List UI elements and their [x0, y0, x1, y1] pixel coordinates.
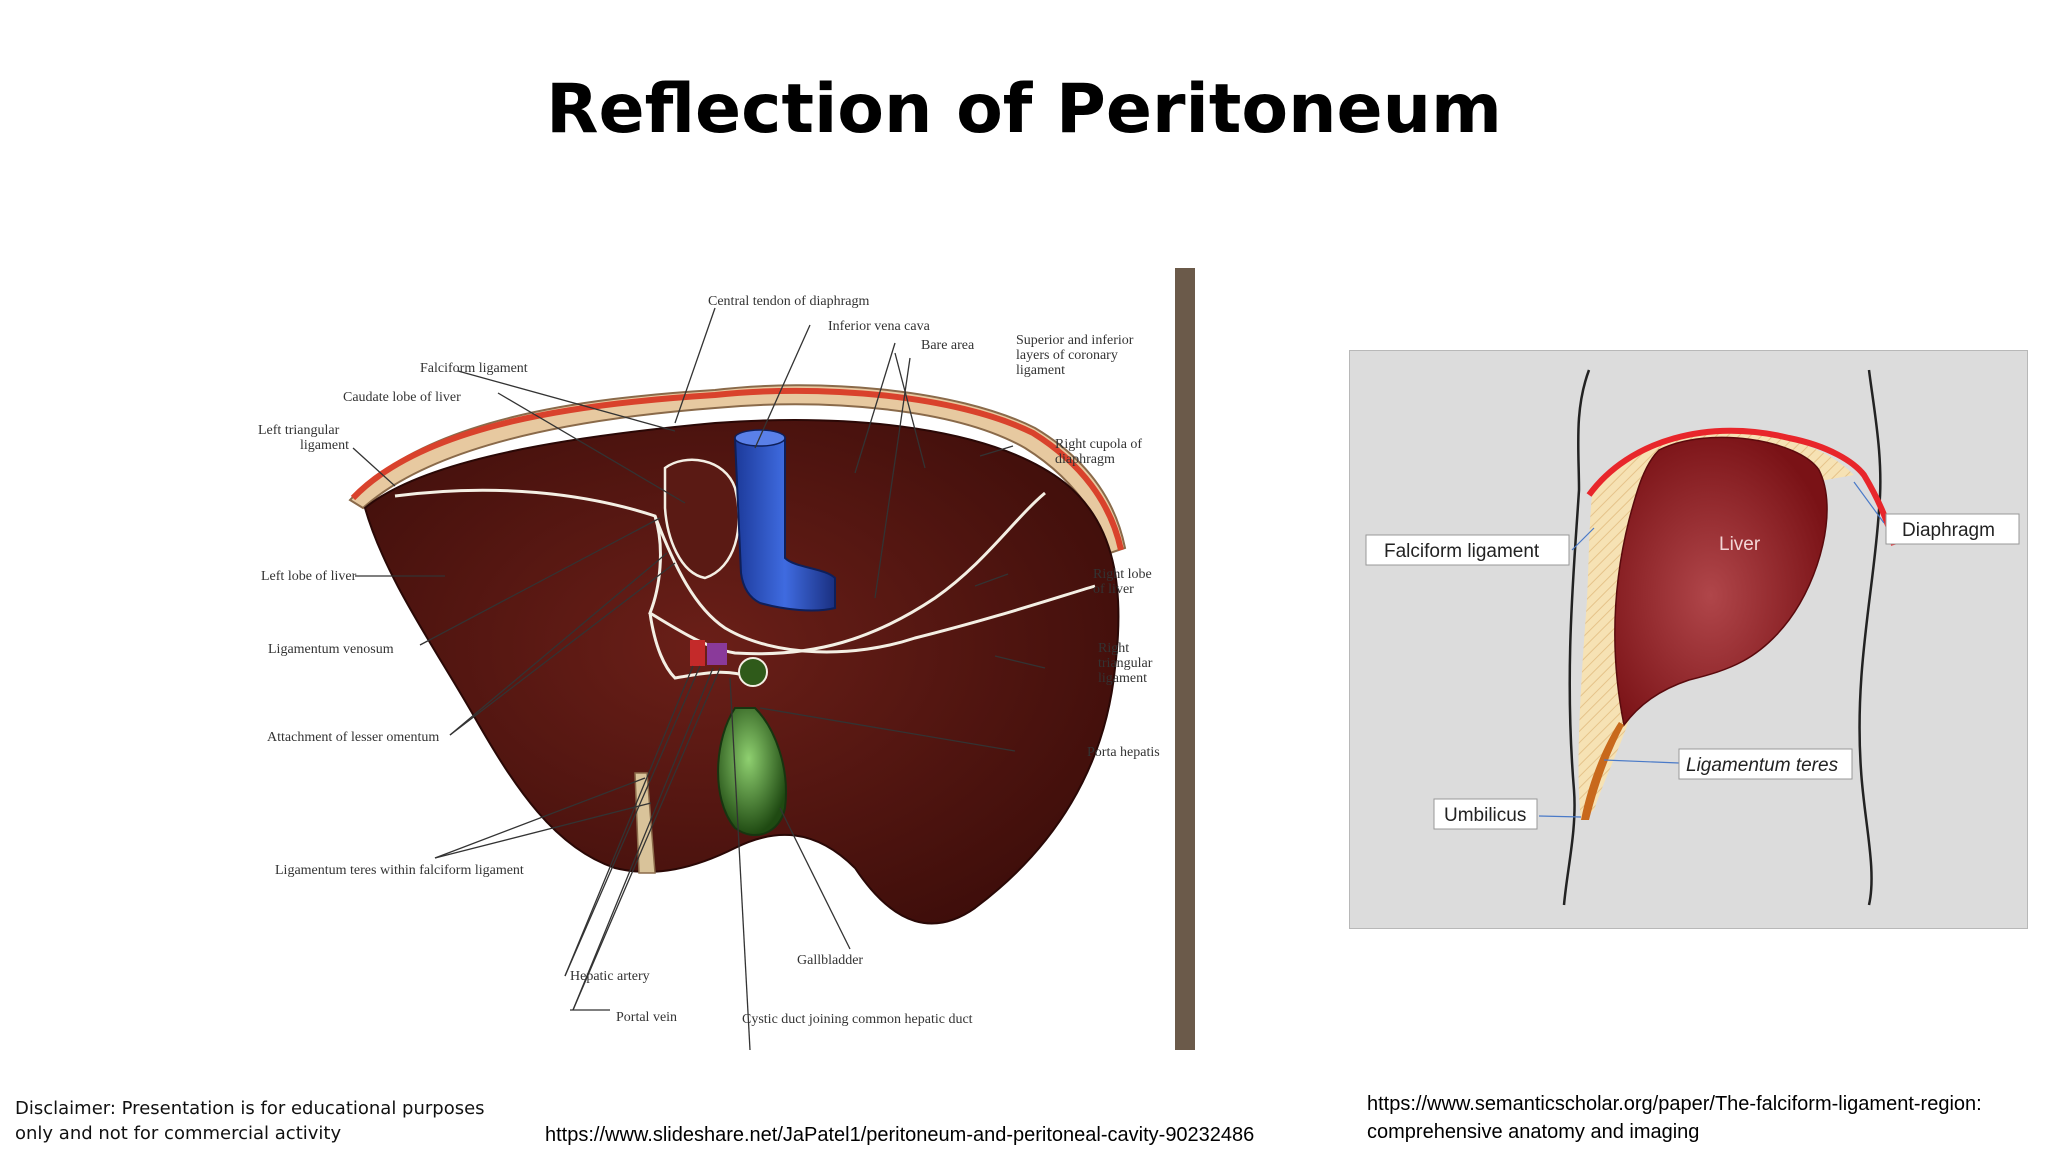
- label-gallbladder: Gallbladder: [797, 953, 863, 968]
- caudate-lobe: [663, 458, 740, 580]
- hepatic-artery-stub: [690, 640, 705, 666]
- label-caudate: Caudate lobe of liver: [343, 390, 461, 405]
- source-right-line-2: comprehensive anatomy and imaging: [1367, 1121, 1700, 1143]
- diaphragm-band: [348, 384, 1127, 555]
- label-umbilicus: Umbilicus: [1444, 805, 1526, 826]
- disclaimer: Disclaimer: Presentation is for educatio…: [15, 1096, 555, 1146]
- diaphragm-line: [1586, 427, 1897, 546]
- label-diaphragm: Diaphragm: [1902, 520, 1995, 541]
- label-ivc: Inferior vena cava: [828, 319, 931, 334]
- falciform-label-box: Falciform ligament: [1365, 534, 1570, 566]
- label-right-triangular-3: ligament: [1098, 671, 1147, 686]
- label-cystic-duct: Cystic duct joining common hepatic duct: [742, 1012, 973, 1027]
- liver-anatomy-illustration: Central tendon of diaphragm Inferior ven…: [258, 268, 1195, 1050]
- label-falciform: Falciform ligament: [420, 361, 528, 376]
- lesser-omentum-line: [648, 612, 756, 680]
- label-right-triangular-1: Right: [1098, 641, 1129, 656]
- peritoneal-reflection-line: [394, 488, 1046, 656]
- source-link-right[interactable]: https://www.semanticscholar.org/paper/Th…: [1367, 1090, 1982, 1146]
- label-bare-area: Bare area: [921, 338, 975, 353]
- page-title: Reflection of Peritoneum: [546, 70, 1502, 149]
- page-edge: [1175, 268, 1195, 1050]
- label-portal-vein: Portal vein: [616, 1010, 677, 1025]
- label-hepatic-artery: Hepatic artery: [570, 969, 650, 984]
- label-right-triangular-2: triangular: [1098, 656, 1153, 671]
- label-liver: Liver: [1719, 534, 1761, 555]
- label-coronary-line-1: Superior and inferior: [1016, 333, 1134, 348]
- label-lesser-omentum: Attachment of lesser omentum: [267, 730, 439, 745]
- source-right-line-1: https://www.semanticscholar.org/paper/Th…: [1367, 1093, 1982, 1115]
- disclaimer-line-2: only and not for commercial activity: [15, 1123, 342, 1144]
- label-right-cupola-2: diaphragm: [1055, 452, 1115, 467]
- label-porta-hepatis: Porta hepatis: [1087, 745, 1160, 760]
- label-lig-teres: Ligamentum teres within falciform ligame…: [275, 863, 524, 878]
- label-central-tendon: Central tendon of diaphragm: [708, 294, 869, 309]
- label-left-lobe: Left lobe of liver: [261, 569, 357, 584]
- source-link-left[interactable]: https://www.slideshare.net/JaPatel1/peri…: [545, 1124, 1255, 1146]
- label-coronary-line-2: layers of coronary: [1016, 348, 1118, 363]
- falciform-diagram: Liver Falciform ligament Diaphragm Ligam…: [1349, 350, 2028, 929]
- gallbladder: [717, 707, 787, 837]
- label-left-triangular-1: Left triangular: [258, 423, 340, 438]
- label-falciform-ligament: Falciform ligament: [1384, 541, 1540, 562]
- label-coronary-line-3: ligament: [1016, 363, 1065, 378]
- umbilicus-label-box: Umbilicus: [1433, 798, 1538, 830]
- portal-vein-stub: [707, 643, 727, 665]
- cystic-duct-stub: [738, 657, 768, 687]
- diaphragm-label-box: Diaphragm: [1885, 513, 2020, 545]
- leader-lines: [352, 307, 1046, 1050]
- label-left-triangular-2: ligament: [300, 438, 349, 453]
- label-right-lobe-1: Right lobe: [1093, 567, 1152, 582]
- falciform-ligament-region: [1578, 432, 1854, 820]
- label-right-lobe-2: of liver: [1093, 582, 1134, 597]
- liver-shape: [1614, 436, 1828, 727]
- label-lig-venosum: Ligamentum venosum: [268, 642, 394, 657]
- coronary-reflection-line: [653, 515, 1096, 654]
- body-outline-left: [1562, 369, 1591, 906]
- label-right-cupola-1: Right cupola of: [1055, 437, 1142, 452]
- label-ligamentum-teres: Ligamentum teres: [1686, 755, 1839, 776]
- diaphragm-red-edge: [350, 387, 1124, 551]
- disclaimer-line-1: Disclaimer: Presentation is for educatio…: [15, 1098, 485, 1119]
- ligamentum-teres-band: [1581, 722, 1624, 820]
- body-outline-right: [1858, 369, 1882, 906]
- pointer-lines: [1538, 481, 1885, 818]
- ligamentum-teres-label-box: Ligamentum teres: [1678, 748, 1853, 780]
